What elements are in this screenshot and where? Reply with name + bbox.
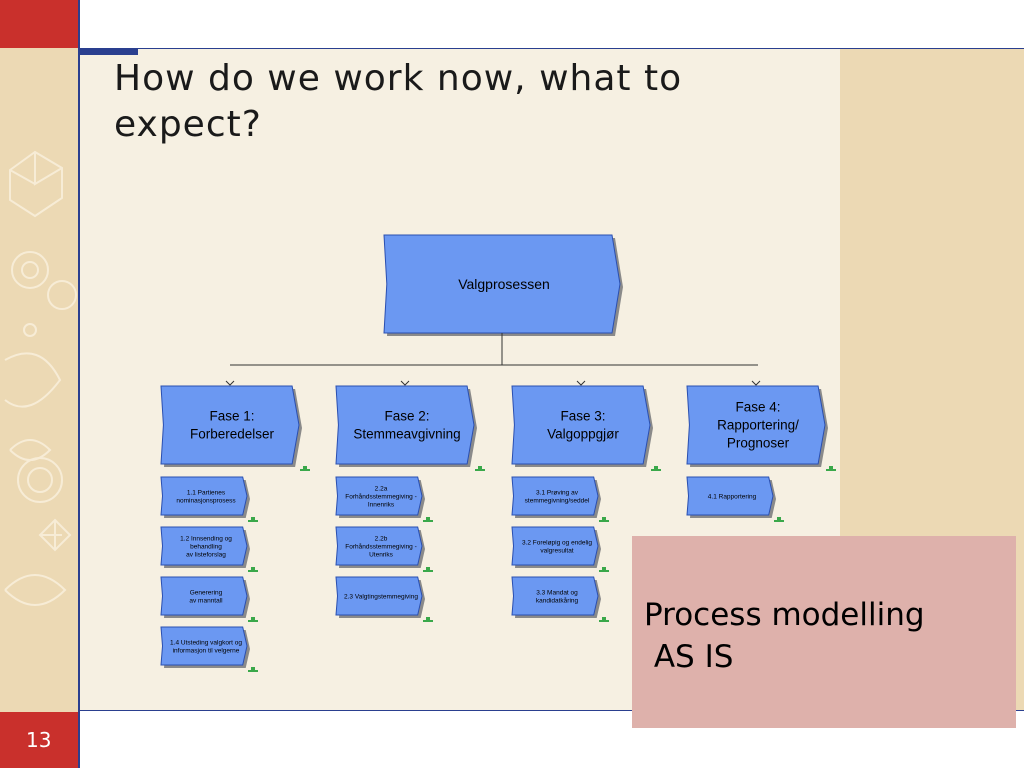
phase-4-arrow: [751, 380, 761, 386]
phase-2-link-icon: [478, 466, 482, 470]
phase-3-node: [511, 385, 651, 465]
phase-1-step-1-link-icon-bar: [248, 520, 258, 522]
phase-4-node: [686, 385, 826, 465]
decorative-pattern: [4, 150, 77, 606]
phase-4-step-1-link-icon: [777, 517, 781, 521]
phase-3-step-3-label: 3.3 Mandat og: [536, 589, 578, 596]
phase-2-step-3-link-icon-bar: [423, 620, 433, 622]
phase-1-step-2-link-icon: [251, 567, 255, 571]
root-node: [383, 234, 621, 334]
phase-2-step-1: [335, 476, 423, 516]
phase-1-node-label: Forberedelser: [190, 427, 275, 442]
phase-1-step-2-label: behandling: [190, 543, 222, 550]
phase-1-step-4-link-icon-bar: [248, 670, 258, 672]
phase-2-step-3-label: 2.3 Valgtingstemmegiving: [344, 593, 418, 600]
bottom-left-red-block: [0, 712, 78, 768]
phase-4-node-label: Rapportering/: [717, 418, 799, 433]
phase-1-step-4-label: informasjon til velgerne: [173, 647, 240, 654]
phase-2-step-1-label: Innenriks: [368, 501, 395, 508]
phase-2-step-2-link-icon: [426, 567, 430, 571]
phase-4-node-label: Fase 4:: [735, 400, 780, 415]
left-decorative-strip: [0, 0, 78, 768]
phase-1-node: [160, 385, 300, 465]
phase-3-node-label: Valgoppgjør: [547, 427, 619, 442]
phase-1-step-4-label: 1.4 Utsteding valgkort og: [170, 639, 242, 646]
phase-1-step-3: [160, 576, 248, 616]
phase-3-step-3: [511, 576, 599, 616]
phase-2-step-2-link-icon-bar: [423, 570, 433, 572]
phase-1-step-1-label: 1.1 Partienes: [187, 489, 226, 496]
phase-1-step-3-label: Generering: [190, 589, 223, 596]
phase-1-step-1-link-icon: [251, 517, 255, 521]
phase-3-step-1-link-icon-bar: [599, 520, 609, 522]
phase-3-node-label: Fase 3:: [560, 409, 605, 424]
phase-2-node-label: Fase 2:: [384, 409, 429, 424]
phase-1-step-1: [160, 476, 248, 516]
phase-3-step-2-link-icon: [602, 567, 606, 571]
phase-2-step-2: [335, 526, 423, 566]
left-divider-line: [78, 0, 80, 768]
phase-3-link-icon: [654, 466, 658, 470]
phase-3-step-1-label: stemmegivning/seddel: [525, 497, 590, 504]
phase-1-step-4-link-icon: [251, 667, 255, 671]
callout-line-2: AS IS: [644, 639, 734, 675]
phase-3-arrow: [576, 380, 586, 386]
phase-3-step-2-label: 3.2 Foreløpig og endelig: [522, 539, 592, 546]
phase-4-link-icon: [829, 466, 833, 470]
phase-3-link-icon-bar: [651, 469, 661, 471]
phase-2-step-2-label: Utenriks: [369, 551, 394, 558]
phase-2-step-3-link-icon: [426, 617, 430, 621]
phase-2-step-1-label: 2.2a: [375, 485, 388, 492]
phase-1-step-2-link-icon-bar: [248, 570, 258, 572]
phase-3-step-2-link-icon-bar: [599, 570, 609, 572]
phase-2-link-icon-bar: [475, 469, 485, 471]
phase-1-step-2: [160, 526, 248, 566]
phase-3-step-1-link-icon: [602, 517, 606, 521]
phase-2-node-label: Stemmeavgivning: [353, 427, 460, 442]
phase-1-step-3-link-icon: [251, 617, 255, 621]
slide-title: How do we work now, what to expect?: [114, 58, 683, 145]
phase-3-step-3-link-icon-bar: [599, 620, 609, 622]
phase-4-step-1: [686, 476, 774, 516]
phase-1-node-label: Fase 1:: [209, 409, 254, 424]
phase-4-step-1-label: 4.1 Rapportering: [708, 493, 757, 500]
phase-2-step-2-label: Forhåndsstemmegiving -: [345, 542, 417, 550]
phase-3-step-2: [511, 526, 599, 566]
phase-1-step-2-label: av listeforslag: [186, 551, 226, 558]
phase-2-node: [335, 385, 475, 465]
phase-3-step-1: [511, 476, 599, 516]
phase-2-step-3: [335, 576, 423, 616]
phase-1-step-1-label: nominasjonsprosess: [176, 497, 236, 504]
phase-2-arrow: [400, 380, 410, 386]
phase-2-step-1-link-icon: [426, 517, 430, 521]
phase-4-node-label: Prognoser: [727, 436, 790, 451]
phase-1-step-4: [160, 626, 248, 666]
phase-4-step-1-link-icon-bar: [774, 520, 784, 522]
phase-3-step-3-label: kandidatkåring: [536, 596, 579, 604]
phase-3-step-2-label: valgresultat: [540, 547, 573, 554]
phase-1-step-2-label: 1.2 Innsending og: [180, 535, 232, 542]
phase-1-link-icon-bar: [300, 469, 310, 471]
phase-2-step-1-link-icon-bar: [423, 520, 433, 522]
phase-1-step-3-label: av manntall: [189, 597, 223, 604]
phase-1-link-icon: [303, 466, 307, 470]
phase-1-arrow: [225, 380, 235, 386]
phase-2-step-1-label: Forhåndsstemmegiving -: [345, 492, 417, 500]
top-left-red-block: [0, 0, 78, 48]
top-divider-line: [78, 48, 1024, 49]
callout-box: Process modelling AS IS: [632, 536, 1016, 728]
callout-line-1: Process modelling: [644, 597, 925, 633]
phase-2-step-2-label: 2.2b: [375, 535, 388, 542]
phase-3-step-3-link-icon: [602, 617, 606, 621]
phase-3-step-1-label: 3.1 Prøving av: [536, 489, 579, 496]
phase-1-step-3-link-icon-bar: [248, 620, 258, 622]
bottom-divider-line: [78, 710, 1024, 711]
phase-4-link-icon-bar: [826, 469, 836, 471]
top-accent-bar: [80, 49, 138, 55]
page-number: 13: [26, 728, 52, 752]
root-node-label: Valgprosessen: [458, 276, 550, 292]
